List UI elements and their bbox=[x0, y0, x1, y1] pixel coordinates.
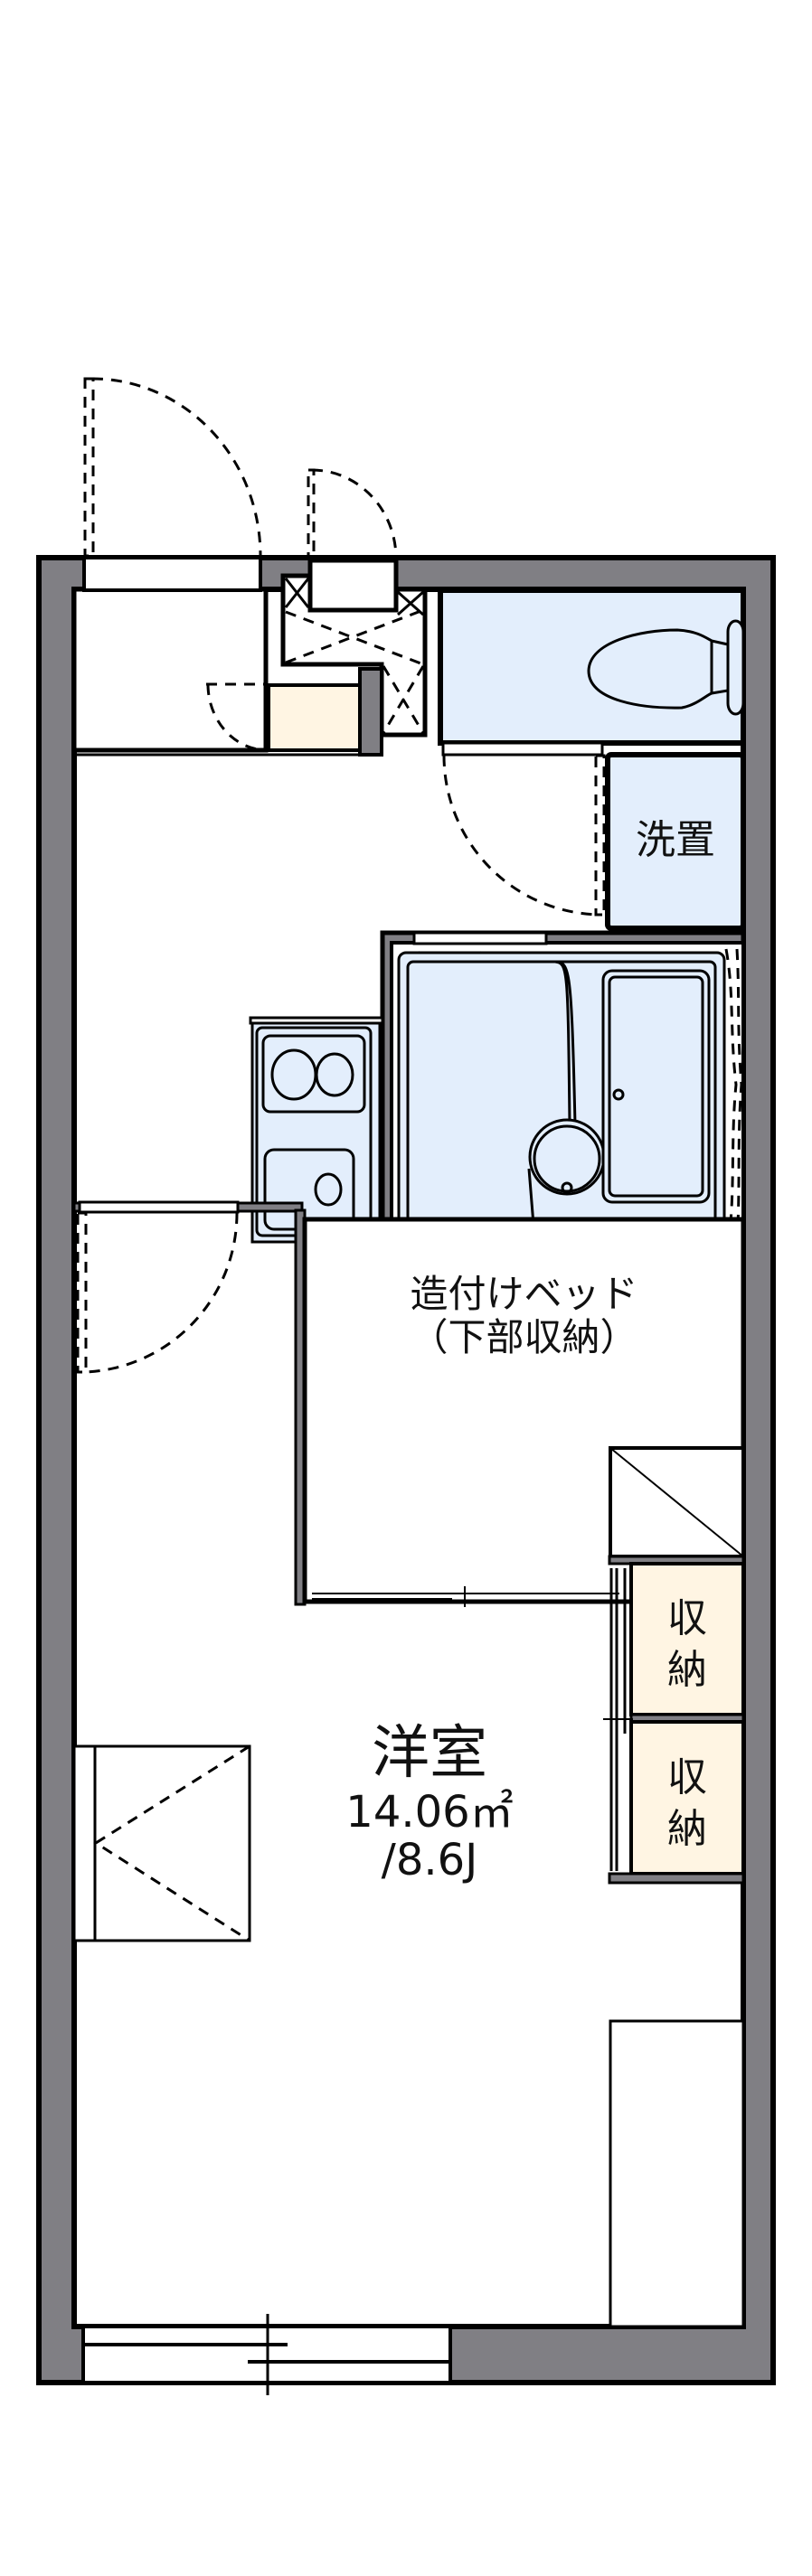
storage-upper-line2: 納 bbox=[667, 1647, 707, 1694]
room-door[interactable] bbox=[76, 1211, 239, 1374]
lower-closet bbox=[609, 2019, 745, 2328]
storage-upper-label: 収 納 bbox=[631, 1593, 743, 1696]
shoe-cabinet-icon bbox=[267, 683, 362, 752]
entrance-floor bbox=[71, 587, 269, 753]
toilet-door-opening bbox=[441, 741, 604, 757]
stove-icon bbox=[261, 1034, 366, 1114]
washbasin-icon bbox=[528, 1118, 606, 1196]
entrance-door[interactable] bbox=[83, 377, 262, 558]
toilet-icon bbox=[587, 619, 745, 716]
main-room-name: 洋室 bbox=[372, 1720, 487, 1787]
main-room-tatami: /8.6J bbox=[381, 1834, 478, 1885]
shoe-cabinet-door[interactable] bbox=[206, 682, 267, 752]
storage-lower-line2: 納 bbox=[667, 1806, 707, 1853]
storage-upper-line1: 収 bbox=[667, 1595, 707, 1641]
bed-label-line2: （下部収納） bbox=[410, 1315, 638, 1360]
storage-lower-line1: 収 bbox=[667, 1754, 707, 1800]
bathtub-icon bbox=[601, 969, 711, 1204]
meter-door[interactable] bbox=[307, 468, 398, 560]
storage-lower-label: 収 納 bbox=[631, 1752, 743, 1855]
pipe-shaft-icon bbox=[280, 573, 428, 738]
kitchen-counter bbox=[249, 1016, 384, 1244]
main-room-area: 14.06㎡ bbox=[345, 1786, 514, 1838]
window-bottom[interactable] bbox=[81, 2314, 452, 2395]
room-door-opening bbox=[78, 1200, 240, 1214]
bed-label-line1: 造付けベッド bbox=[410, 1272, 638, 1316]
main-room-label: 洋室 14.06㎡ /8.6J bbox=[289, 1719, 570, 1884]
bathroom-door-opening bbox=[412, 931, 548, 945]
storage-sliding-doors[interactable] bbox=[603, 1568, 633, 1871]
washroom-label: 洗置 bbox=[636, 817, 715, 863]
entrance-door-opening bbox=[82, 556, 262, 592]
built-in-bed-label: 造付けベッド （下部収納） bbox=[305, 1272, 743, 1360]
meter-box bbox=[307, 558, 399, 613]
bathroom-folding-door[interactable] bbox=[724, 948, 743, 1239]
air-conditioner-icon bbox=[72, 1744, 251, 1942]
toilet-door[interactable] bbox=[442, 754, 606, 917]
washroom bbox=[605, 752, 746, 931]
